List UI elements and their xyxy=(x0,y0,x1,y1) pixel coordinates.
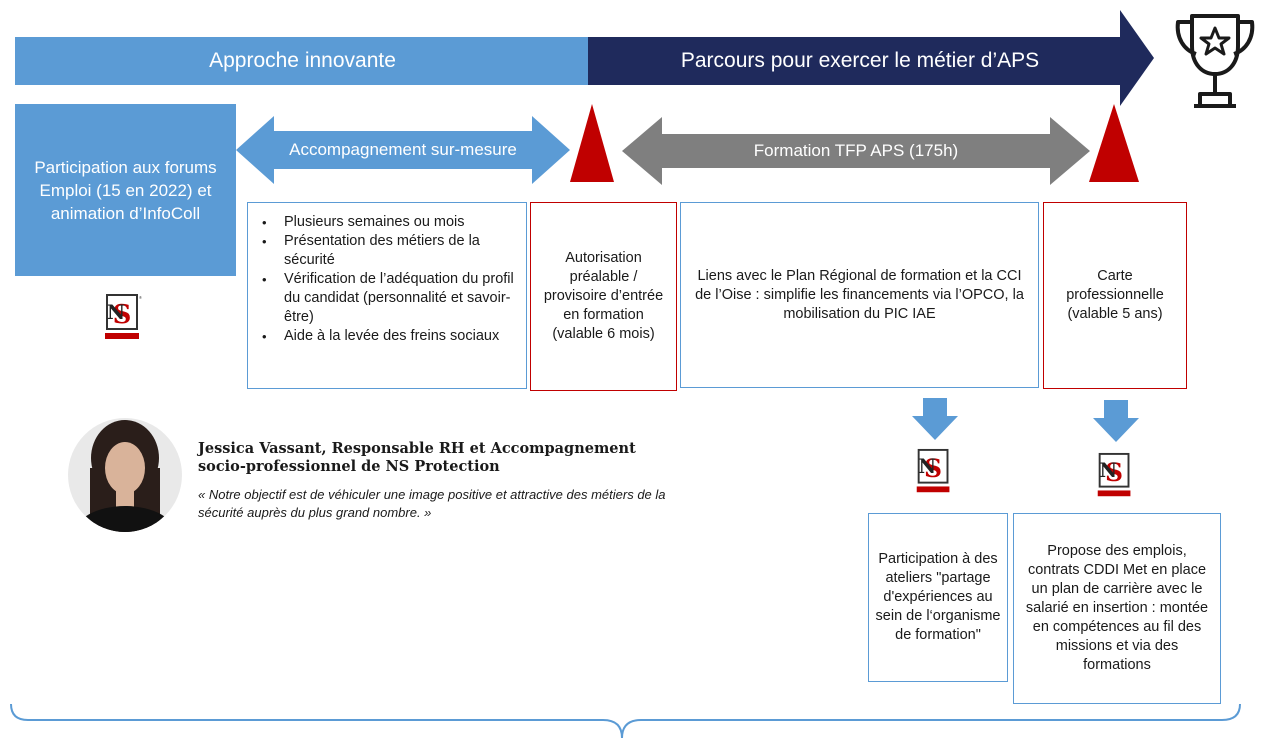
carte-professionnelle-box: Carte professionnelle (valable 5 ans) xyxy=(1043,202,1187,389)
milestone-triangle-2 xyxy=(1089,104,1139,182)
banner-approche-innovante: Approche innovante xyxy=(15,37,590,85)
svg-text:S: S xyxy=(924,454,942,483)
forums-emploi-text: Participation aux forums Emploi (15 en 2… xyxy=(34,157,217,223)
ns-protection-logo: S N ® xyxy=(105,294,142,339)
forums-emploi-box: Participation aux forums Emploi (15 en 2… xyxy=(15,104,236,276)
list-item: Vérification de l’adéquation du profil d… xyxy=(260,270,518,327)
banner-parcours-label: Parcours pour exercer le métier d’APS xyxy=(680,49,1040,72)
formation-arrow xyxy=(622,117,1090,185)
svg-text:S: S xyxy=(1105,458,1123,487)
autorisation-text: Autorisation préalable / provisoire d’en… xyxy=(543,250,664,342)
svg-text:N: N xyxy=(919,455,937,478)
banner-parcours-arrow xyxy=(588,10,1154,106)
testimonial-name: Jessica Vassant, Responsable RH et Accom… xyxy=(198,440,636,475)
avatar-photo xyxy=(68,418,182,532)
svg-text:N: N xyxy=(107,300,125,324)
emplois-text: Propose des emplois, contrats CDDI Met e… xyxy=(1025,543,1209,673)
accompagnement-list: Plusieurs semaines ou mois Présentation … xyxy=(248,203,526,352)
milestone-triangle-1 xyxy=(570,104,614,182)
ateliers-box: Participation à des ateliers "partage d'… xyxy=(868,513,1008,682)
ns-protection-logo: S N xyxy=(916,448,950,493)
carte-text: Carte professionnelle (valable 5 ans) xyxy=(1066,268,1164,322)
liens-text: Liens avec le Plan Régional de formation… xyxy=(695,267,1024,322)
accompagnement-details-box: Plusieurs semaines ou mois Présentation … xyxy=(247,202,527,389)
autorisation-box: Autorisation préalable / provisoire d’en… xyxy=(530,202,677,391)
ateliers-text: Participation à des ateliers "partage d'… xyxy=(875,551,1001,643)
accompagnement-arrow xyxy=(236,116,570,184)
svg-text:N: N xyxy=(1100,459,1118,482)
testimonial-quote: « Notre objectif est de véhiculer une im… xyxy=(198,487,666,520)
brace xyxy=(10,703,1241,739)
down-arrow-icon xyxy=(912,398,958,440)
emplois-box: Propose des emplois, contrats CDDI Met e… xyxy=(1013,513,1221,704)
svg-text:®: ® xyxy=(139,295,142,300)
liens-plan-regional-box: Liens avec le Plan Régional de formation… xyxy=(680,202,1039,388)
list-item: Plusieurs semaines ou mois xyxy=(260,213,518,232)
banner-left-label: Approche innovante xyxy=(209,49,396,72)
trophy-icon xyxy=(1175,14,1255,108)
accompagnement-label: Accompagnement sur-mesure xyxy=(289,140,517,159)
down-arrow-icon xyxy=(1093,400,1139,442)
formation-label: Formation TFP APS (175h) xyxy=(753,141,959,160)
ns-protection-logo: S N xyxy=(1097,452,1131,497)
list-item: Aide à la levée des freins sociaux xyxy=(260,327,518,346)
svg-text:S: S xyxy=(113,300,132,330)
list-item: Présentation des métiers de la sécurité xyxy=(260,232,518,270)
